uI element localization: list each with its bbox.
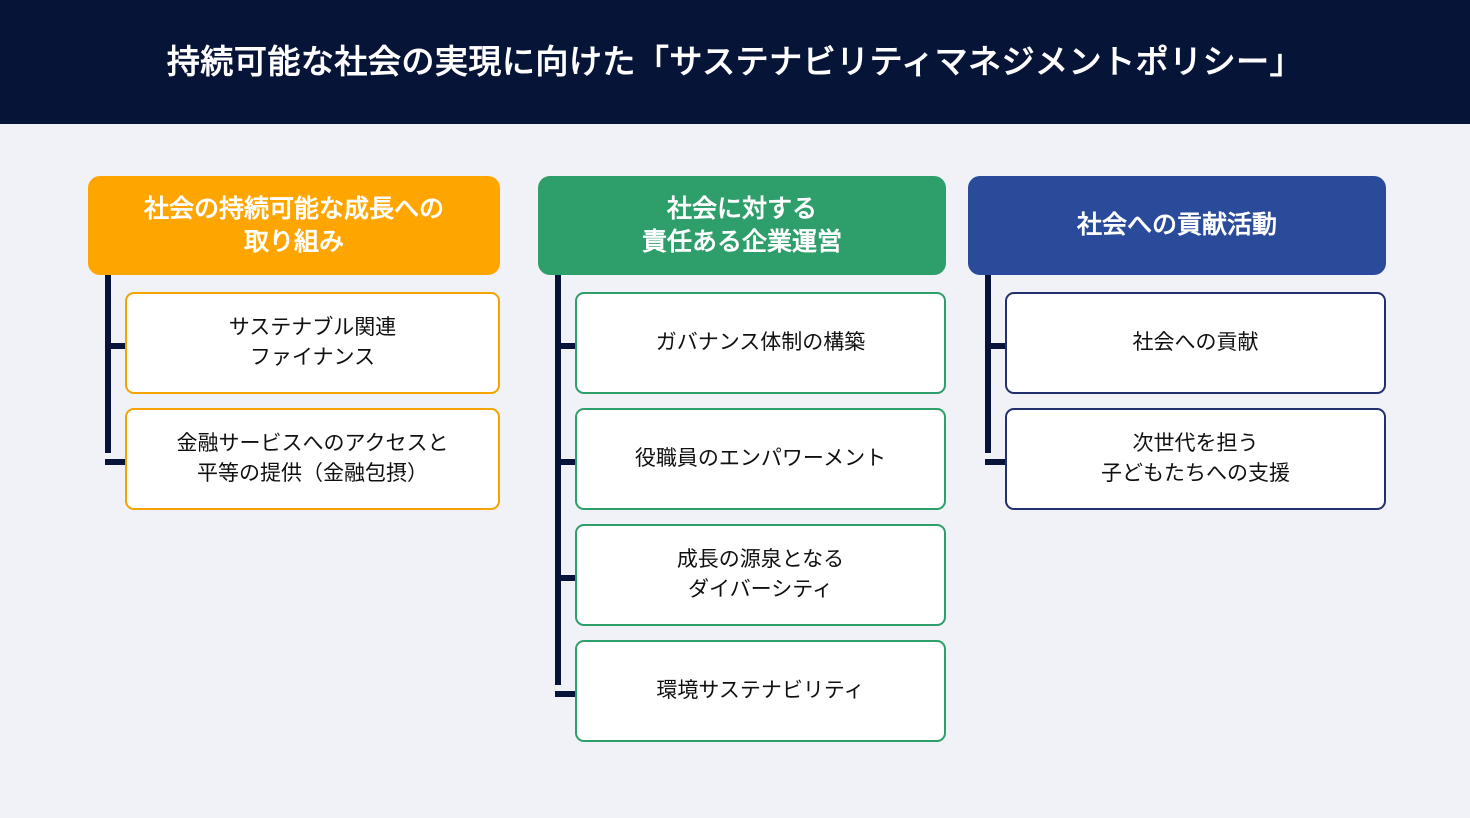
- list-item[interactable]: サステナブル関連 ファイナンス: [125, 292, 500, 394]
- item-line: 平等の提供（金融包摂）: [196, 462, 428, 485]
- connector-stub: [555, 575, 579, 581]
- category-header-social-contribution[interactable]: 社会への貢献活動: [968, 176, 1386, 275]
- item-list: ガバナンス体制の構築 役職員のエンパワーメント 成長の源泉となる ダイバーシティ…: [538, 292, 946, 742]
- category-header-responsible-management[interactable]: 社会に対する 責任ある企業運営: [538, 176, 946, 275]
- connector-rail: [985, 269, 991, 453]
- list-item[interactable]: 社会への貢献: [1005, 292, 1386, 394]
- connector-stub: [555, 691, 579, 697]
- item-list: 社会への貢献 次世代を担う 子どもたちへの支援: [968, 292, 1386, 510]
- list-item[interactable]: 環境サステナビリティ: [575, 640, 946, 742]
- page-header: 持続可能な社会の実現に向けた「サステナビリティマネジメントポリシー」: [0, 0, 1470, 124]
- list-item[interactable]: 役職員のエンパワーメント: [575, 408, 946, 510]
- item-line: ダイバーシティ: [688, 578, 833, 601]
- category-header-line: 責任ある企業運営: [641, 227, 842, 256]
- list-item[interactable]: 金融サービスへのアクセスと 平等の提供（金融包摂）: [125, 408, 500, 510]
- item-list: サステナブル関連 ファイナンス 金融サービスへのアクセスと 平等の提供（金融包摂…: [88, 292, 500, 510]
- item-line: サステナブル関連: [228, 315, 397, 339]
- item-line: ガバナンス体制の構築: [655, 330, 866, 354]
- connector-stub: [555, 459, 579, 465]
- category-header-line: 取り組み: [243, 227, 344, 256]
- list-item[interactable]: 次世代を担う 子どもたちへの支援: [1005, 408, 1386, 510]
- item-line: 子どもたちへの支援: [1101, 462, 1290, 485]
- category-header-line: 社会への貢献活動: [1076, 211, 1277, 239]
- connector-stub: [985, 343, 1009, 349]
- category-header-line: 社会の持続可能な成長への: [143, 194, 444, 223]
- column-responsible-management: 社会に対する 責任ある企業運営 ガバナンス体制の構築 役職員のエンパワーメント …: [538, 176, 946, 756]
- list-item[interactable]: 成長の源泉となる ダイバーシティ: [575, 524, 946, 626]
- connector-rail: [555, 269, 561, 685]
- item-line: 環境サステナビリティ: [656, 678, 865, 702]
- connector-stub: [555, 343, 579, 349]
- item-line: 金融サービスへのアクセスと: [176, 431, 449, 455]
- column-social-sustainable-growth: 社会の持続可能な成長への 取り組み サステナブル関連 ファイナンス 金融サービス…: [88, 176, 500, 524]
- item-line: 社会への貢献: [1132, 330, 1259, 354]
- item-line: 役職員のエンパワーメント: [634, 446, 887, 470]
- item-line: 次世代を担う: [1132, 431, 1259, 455]
- connector-stub: [105, 459, 129, 465]
- connector-stub: [105, 343, 129, 349]
- column-social-contribution: 社会への貢献活動 社会への貢献 次世代を担う 子どもたちへの支援: [968, 176, 1386, 524]
- policy-columns: 社会の持続可能な成長への 取り組み サステナブル関連 ファイナンス 金融サービス…: [0, 124, 1470, 818]
- item-line: 成長の源泉となる: [676, 547, 845, 571]
- item-line: ファイナンス: [249, 346, 376, 369]
- category-header-line: 社会に対する: [666, 194, 817, 223]
- connector-stub: [985, 459, 1009, 465]
- list-item[interactable]: ガバナンス体制の構築: [575, 292, 946, 394]
- connector-rail: [105, 269, 111, 453]
- page-title: 持続可能な社会の実現に向けた「サステナビリティマネジメントポリシー」: [166, 43, 1304, 81]
- category-header-social-sustainable-growth[interactable]: 社会の持続可能な成長への 取り組み: [88, 176, 500, 275]
